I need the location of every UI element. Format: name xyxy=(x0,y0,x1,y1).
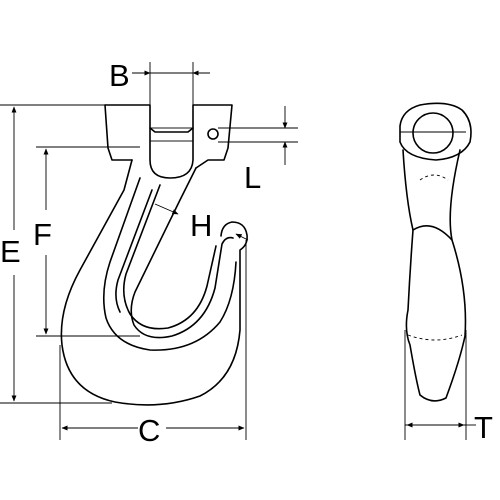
side-body xyxy=(402,149,467,402)
clevis-head-outline xyxy=(104,104,233,169)
side-narrow xyxy=(412,224,453,241)
label-f: F xyxy=(33,217,52,252)
label-b: B xyxy=(109,58,130,93)
hook-side-view xyxy=(399,102,472,402)
side-hidden-line xyxy=(407,334,463,341)
clevis-head-left xyxy=(104,104,133,161)
clevis-slot xyxy=(149,127,194,179)
side-head xyxy=(399,102,472,161)
dimension-b xyxy=(132,62,210,126)
hook-inner-groove xyxy=(122,184,217,330)
dimension-f xyxy=(36,146,140,337)
hook-shank-inner xyxy=(102,177,237,351)
label-l: L xyxy=(244,160,261,195)
label-c: C xyxy=(138,413,160,448)
side-hidden-arc xyxy=(419,174,449,181)
hook-outer-outline xyxy=(60,159,248,406)
hook-front-view xyxy=(60,104,248,406)
dimension-e xyxy=(0,104,112,404)
hook-throat-line xyxy=(115,189,153,313)
hook-inner-throat xyxy=(130,167,234,339)
cotter-hole xyxy=(207,128,219,140)
clevis-pin xyxy=(149,127,194,142)
dimension-h xyxy=(154,203,249,241)
label-h: H xyxy=(190,208,212,243)
label-e: E xyxy=(0,234,21,269)
label-t: T xyxy=(474,410,493,445)
dimension-t xyxy=(404,330,476,440)
side-pin-circle xyxy=(412,112,454,154)
dimension-l xyxy=(218,106,298,165)
dimension-c xyxy=(59,240,247,440)
